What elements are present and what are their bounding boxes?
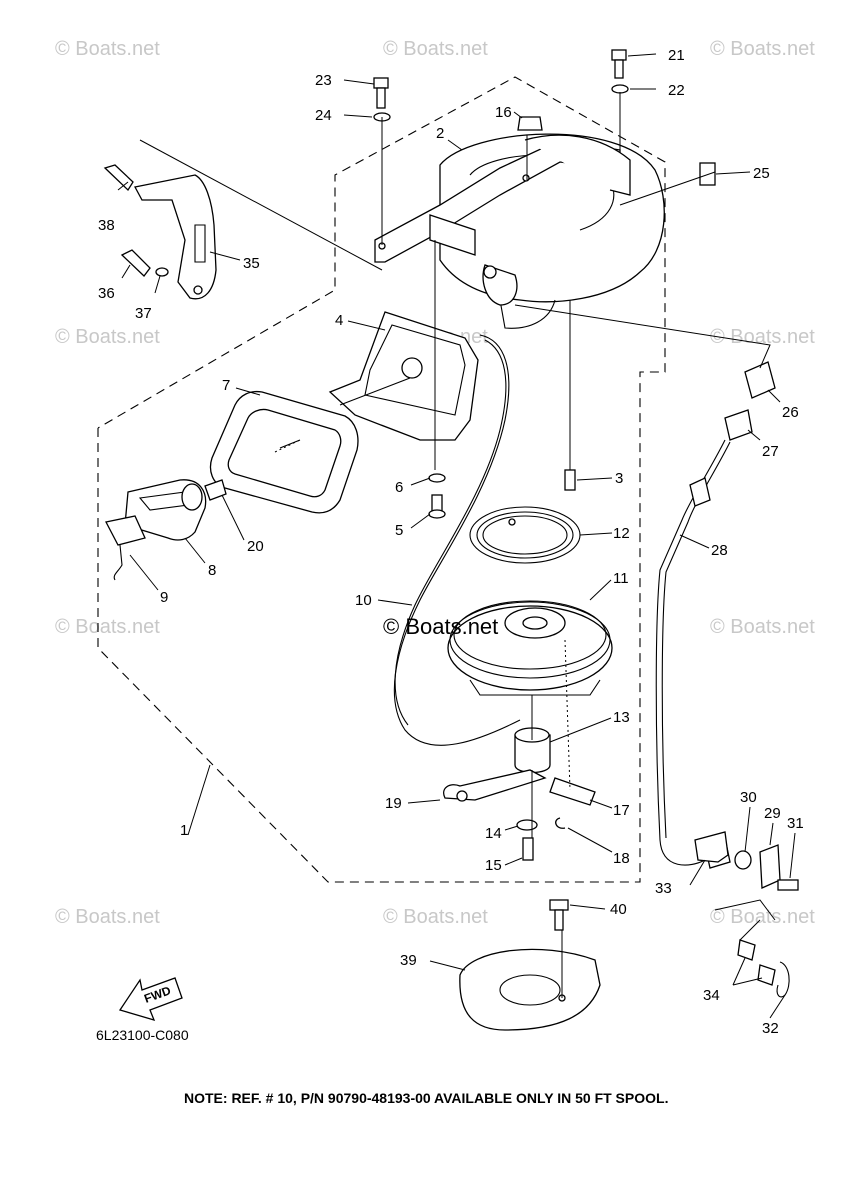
callout-36: 36 (98, 285, 115, 302)
callout-28: 28 (711, 542, 728, 559)
part-28-cable (655, 439, 731, 869)
callout-27: 27 (762, 443, 779, 460)
callout-33: 33 (655, 880, 672, 897)
part-40-bolt (549, 899, 569, 931)
callout-31: 31 (787, 815, 804, 832)
part-19-friction-spring (443, 769, 547, 802)
watermark: © Boats.net (383, 906, 488, 928)
callout-4: 4 (335, 312, 343, 329)
callout-6: 6 (395, 479, 403, 496)
callout-29: 29 (764, 805, 781, 822)
part-33-cable-clamp (694, 831, 729, 863)
part-35-bracket (134, 174, 217, 300)
part-12-recoil-spring (469, 506, 581, 564)
callout-15: 15 (485, 857, 502, 874)
watermark: © Boats.net (55, 38, 160, 60)
callout-16: 16 (495, 104, 512, 121)
callout-24: 24 (315, 107, 332, 124)
part-11-drum-pulley (447, 600, 613, 696)
fwd-arrow: FWD (118, 977, 183, 1022)
watermark: © Boats.net (710, 616, 815, 638)
part-10-starter-rope (393, 334, 521, 746)
part-20-rope-end (204, 479, 227, 501)
watermark-layer: © Boats.net © Boats.net © Boats.net © Bo… (55, 38, 815, 928)
callout-7: 7 (222, 377, 230, 394)
callout-26: 26 (782, 404, 799, 421)
assembly-lines (139, 92, 776, 998)
callout-11: 11 (613, 570, 629, 587)
part-18-clip (555, 817, 566, 829)
callout-8: 8 (208, 562, 216, 579)
part-25-collar (699, 162, 716, 186)
part-22-washer (611, 84, 629, 94)
part-26-cable-end (744, 361, 776, 399)
callout-22: 22 (668, 82, 685, 99)
callout-20: 20 (247, 538, 264, 555)
callout-30: 30 (740, 789, 757, 806)
part-27-spring (724, 409, 753, 441)
leader-lines (117, 53, 796, 1019)
callout-38: 38 (98, 217, 115, 234)
part-4-handle-bracket (328, 311, 479, 441)
callout-12: 12 (613, 525, 630, 542)
callout-10: 10 (355, 592, 372, 609)
callout-13: 13 (613, 709, 630, 726)
part-10-starter-rope (394, 339, 507, 726)
callout-19: 19 (385, 795, 402, 812)
callout-3: 3 (615, 470, 623, 487)
part-17-pawl (549, 777, 596, 806)
watermark: © Boats.net (55, 906, 160, 928)
watermark: © Boats.net (55, 616, 160, 638)
part-37-washer (155, 267, 169, 277)
part-2-starter-housing (374, 133, 665, 329)
callout-21: 21 (668, 47, 685, 64)
part-14-washer (516, 819, 538, 831)
callout-39: 39 (400, 952, 417, 969)
part-36-bolt (120, 249, 151, 277)
note-text: NOTE: REF. # 10, P/N 90790-48193-00 AVAI… (184, 1090, 668, 1106)
callout-17: 17 (613, 802, 630, 819)
center-watermark: © Boats.net (383, 614, 498, 639)
part-38-bolt (103, 164, 134, 192)
callout-14: 14 (485, 825, 502, 842)
part-32-spring-link (776, 961, 790, 998)
watermark: © Boats.net (710, 906, 815, 928)
part-6-washer (428, 473, 446, 483)
part-31-bolt (777, 879, 799, 891)
diagram-code: 6L23100-C080 (96, 1027, 189, 1043)
part-15-bolt (522, 837, 534, 861)
part-5-bolt (428, 494, 446, 519)
part-16-nut (517, 116, 543, 131)
callout-34: 34 (703, 987, 720, 1004)
callout-37: 37 (135, 305, 152, 322)
part-21-bolt (611, 49, 627, 79)
callout-35: 35 (243, 255, 260, 272)
callout-5: 5 (395, 522, 403, 539)
watermark: © Boats.net (55, 326, 160, 348)
callout-40: 40 (610, 901, 627, 918)
watermark: © Boats.net (383, 38, 488, 60)
callout-2: 2 (436, 125, 444, 142)
callout-labels: 1 2 3 4 5 6 7 8 9 10 11 12 13 14 15 16 1… (98, 47, 804, 1037)
callout-23: 23 (315, 72, 332, 89)
part-3-pin (564, 469, 576, 491)
callout-25: 25 (753, 165, 770, 182)
callout-9: 9 (160, 589, 168, 606)
part-39-base-plate (459, 948, 601, 1031)
part-7-starter-handle (209, 390, 359, 514)
callout-32: 32 (762, 1020, 779, 1037)
watermark: © Boats.net (710, 326, 815, 348)
watermark: © Boats.net (710, 38, 815, 60)
part-29-lever (759, 844, 781, 889)
assembly-boundary (97, 76, 666, 883)
part-34-clip (737, 939, 776, 986)
callout-1: 1 (180, 822, 188, 839)
part-8-handle-body (124, 479, 207, 541)
part-23-bolt (373, 77, 389, 109)
part-30-collar (734, 850, 752, 870)
part-9-rope-clip (105, 515, 146, 581)
callout-18: 18 (613, 850, 630, 867)
